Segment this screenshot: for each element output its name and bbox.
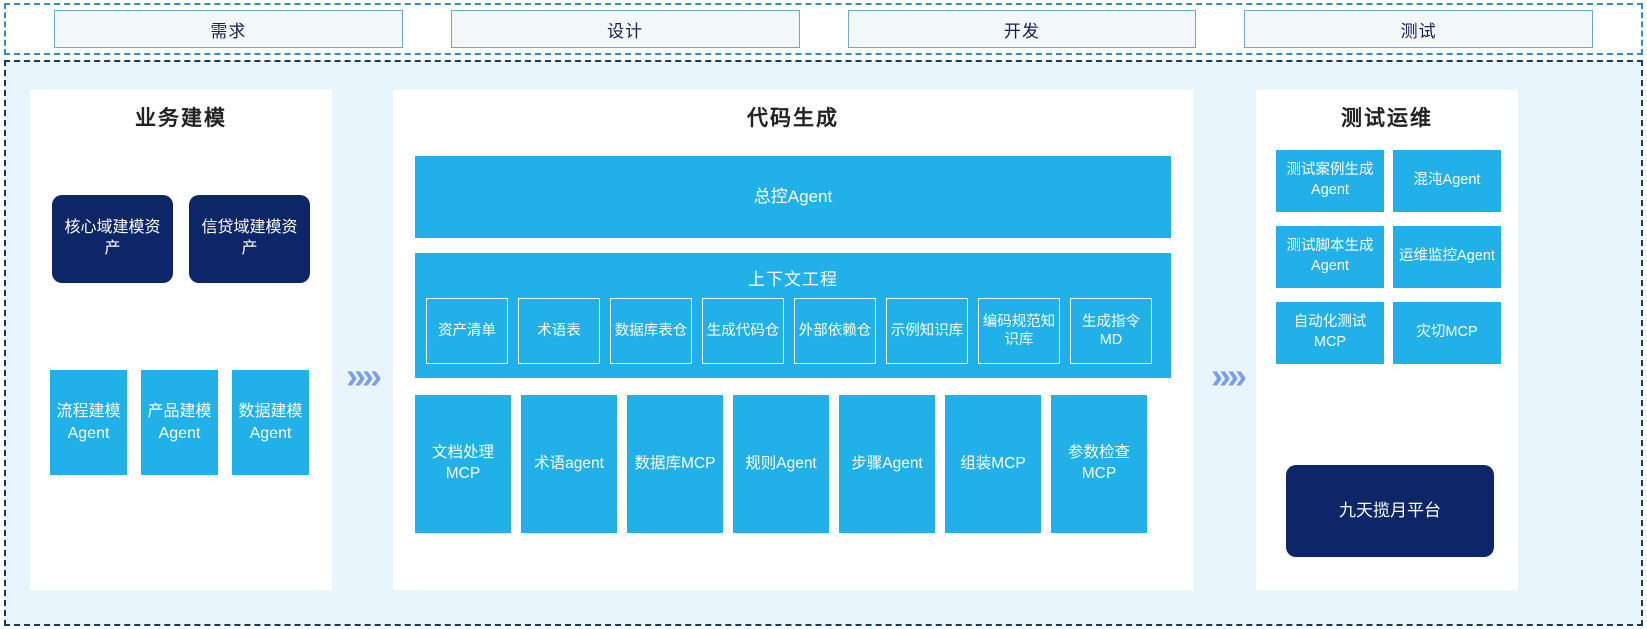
context-engineering-block: 上下文工程 资产清单 术语表 数据库表仓 生成代码仓 外部依赖仓 [415, 253, 1171, 378]
chevron-right-icon-1: »» [346, 355, 382, 396]
panel-title: 代码生成 [747, 107, 839, 130]
phase-box-development[interactable]: 开发 [847, 10, 1197, 48]
context-item-coding-standard-knowledge-base[interactable]: 编码规范知识库 [978, 298, 1060, 364]
tool-tile-parameter-check-mcp[interactable]: 参数检查MCP [1051, 395, 1147, 533]
context-item-generated-code-repo[interactable]: 生成代码仓 [702, 298, 784, 364]
tile-label: 数据建模Agent [238, 402, 303, 442]
context-item-example-knowledge-base[interactable]: 示例知识库 [886, 298, 968, 364]
agent-tile-process-modeling[interactable]: 流程建模Agent [50, 370, 127, 475]
asset-tile-core-domain[interactable]: 核心域建模资产 [52, 195, 173, 283]
tile-label: 术语表 [537, 322, 581, 339]
master-agent-tile[interactable]: 总控Agent [415, 156, 1171, 238]
tile-label: 文档处理MCP [431, 444, 494, 482]
tool-tile-step-agent[interactable]: 步骤Agent [839, 395, 935, 533]
main-region: 业务建模 核心域建模资产 信贷域建模资产 流程建模Agent 产品建模Agent… [4, 60, 1643, 626]
tool-tile-glossary-agent[interactable]: 术语agent [521, 395, 617, 533]
ops-tile-chaos-agent[interactable]: 混沌Agent [1393, 150, 1501, 212]
tool-tile-assembly-mcp[interactable]: 组装MCP [945, 395, 1041, 533]
phase-label: 开发 [1003, 21, 1040, 41]
tile-label: 信贷域建模资产 [201, 219, 298, 257]
tile-label: 编码规范知识库 [982, 313, 1056, 348]
ops-tile-operations-monitoring-agent[interactable]: 运维监控Agent [1393, 226, 1501, 288]
ops-tile-test-case-generation-agent[interactable]: 测试案例生成Agent [1276, 150, 1384, 212]
tile-label: 生成代码仓 [706, 322, 780, 339]
tool-tile-database-mcp[interactable]: 数据库MCP [627, 395, 723, 533]
tile-label: 九天揽月平台 [1339, 500, 1441, 520]
panel-title: 业务建模 [135, 107, 227, 130]
phase-strip: 需求 设计 开发 测试 [4, 3, 1643, 55]
panel-title: 测试运维 [1341, 107, 1433, 130]
context-item-glossary[interactable]: 术语表 [518, 298, 600, 364]
tile-label: 流程建模Agent [56, 402, 121, 442]
phase-label: 测试 [1400, 21, 1437, 41]
tile-label: 测试脚本生成Agent [1286, 238, 1374, 274]
tile-label: 核心域建模资产 [64, 219, 161, 257]
tile-label: 数据库表仓 [614, 322, 688, 339]
phase-label: 设计 [607, 21, 644, 41]
tile-label: 规则Agent [745, 454, 817, 472]
tool-row: 文档处理MCP 术语agent 数据库MCP 规则Agent 步骤Agent 组… [415, 395, 1147, 533]
tile-label: 外部依赖仓 [798, 322, 872, 339]
ops-grid: 测试案例生成Agent 混沌Agent 测试脚本生成Agent 运维监控Agen… [1276, 150, 1501, 364]
tile-label: 步骤Agent [851, 454, 923, 472]
tile-label: 运维监控Agent [1399, 248, 1495, 265]
panel-business-modeling: 业务建模 核心域建模资产 信贷域建模资产 流程建模Agent 产品建模Agent… [30, 90, 332, 590]
chevron-right-icon-2: »» [1211, 355, 1247, 396]
context-item-external-dependency-repo[interactable]: 外部依赖仓 [794, 298, 876, 364]
context-engineering-title: 上下文工程 [748, 270, 838, 289]
tile-label: 示例知识库 [890, 322, 964, 339]
tile-label: 参数检查MCP [1067, 444, 1130, 482]
tile-label: 灾切MCP [1416, 324, 1478, 341]
phase-box-testing[interactable]: 测试 [1244, 10, 1593, 48]
asset-tile-credit-domain[interactable]: 信贷域建模资产 [189, 195, 310, 283]
context-item-db-table-repo[interactable]: 数据库表仓 [610, 298, 692, 364]
tool-tile-document-processing-mcp[interactable]: 文档处理MCP [415, 395, 511, 533]
tile-label: 生成指令MD [1082, 313, 1140, 348]
phase-box-design[interactable]: 设计 [450, 10, 800, 48]
phase-label: 需求 [210, 21, 247, 41]
asset-row: 核心域建模资产 信贷域建模资产 [52, 195, 310, 283]
platform-tile-jiutian-lanyue[interactable]: 九天揽月平台 [1286, 465, 1494, 557]
tile-label: 资产清单 [438, 322, 496, 339]
context-item-generation-instruction-md[interactable]: 生成指令MD [1070, 298, 1152, 364]
tile-label: 测试案例生成Agent [1286, 162, 1374, 198]
modeling-agent-row: 流程建模Agent 产品建模Agent 数据建模Agent [50, 370, 309, 475]
ops-tile-test-script-generation-agent[interactable]: 测试脚本生成Agent [1276, 226, 1384, 288]
tile-label: 组装MCP [960, 454, 1026, 472]
panel-code-generation: 代码生成 总控Agent 上下文工程 资产清单 术语表 数据库表仓 [393, 90, 1193, 590]
ops-tile-automated-test-mcp[interactable]: 自动化测试MCP [1276, 302, 1384, 364]
context-item-row: 资产清单 术语表 数据库表仓 生成代码仓 外部依赖仓 示例知 [426, 298, 1152, 364]
tile-label: 总控Agent [753, 186, 833, 206]
ops-tile-disaster-switch-mcp[interactable]: 灾切MCP [1393, 302, 1501, 364]
agent-tile-data-modeling[interactable]: 数据建模Agent [232, 370, 309, 475]
tile-label: 自动化测试MCP [1293, 314, 1367, 350]
tool-tile-rule-agent[interactable]: 规则Agent [733, 395, 829, 533]
tile-label: 数据库MCP [634, 454, 716, 472]
context-item-asset-list[interactable]: 资产清单 [426, 298, 508, 364]
panel-test-operations: 测试运维 测试案例生成Agent 混沌Agent 测试脚本生成Agent 运维监… [1256, 90, 1518, 590]
tile-label: 产品建模Agent [147, 402, 212, 442]
agent-tile-product-modeling[interactable]: 产品建模Agent [141, 370, 218, 475]
tile-label: 混沌Agent [1413, 172, 1481, 189]
phase-box-requirements[interactable]: 需求 [54, 10, 403, 48]
tile-label: 术语agent [534, 454, 604, 472]
